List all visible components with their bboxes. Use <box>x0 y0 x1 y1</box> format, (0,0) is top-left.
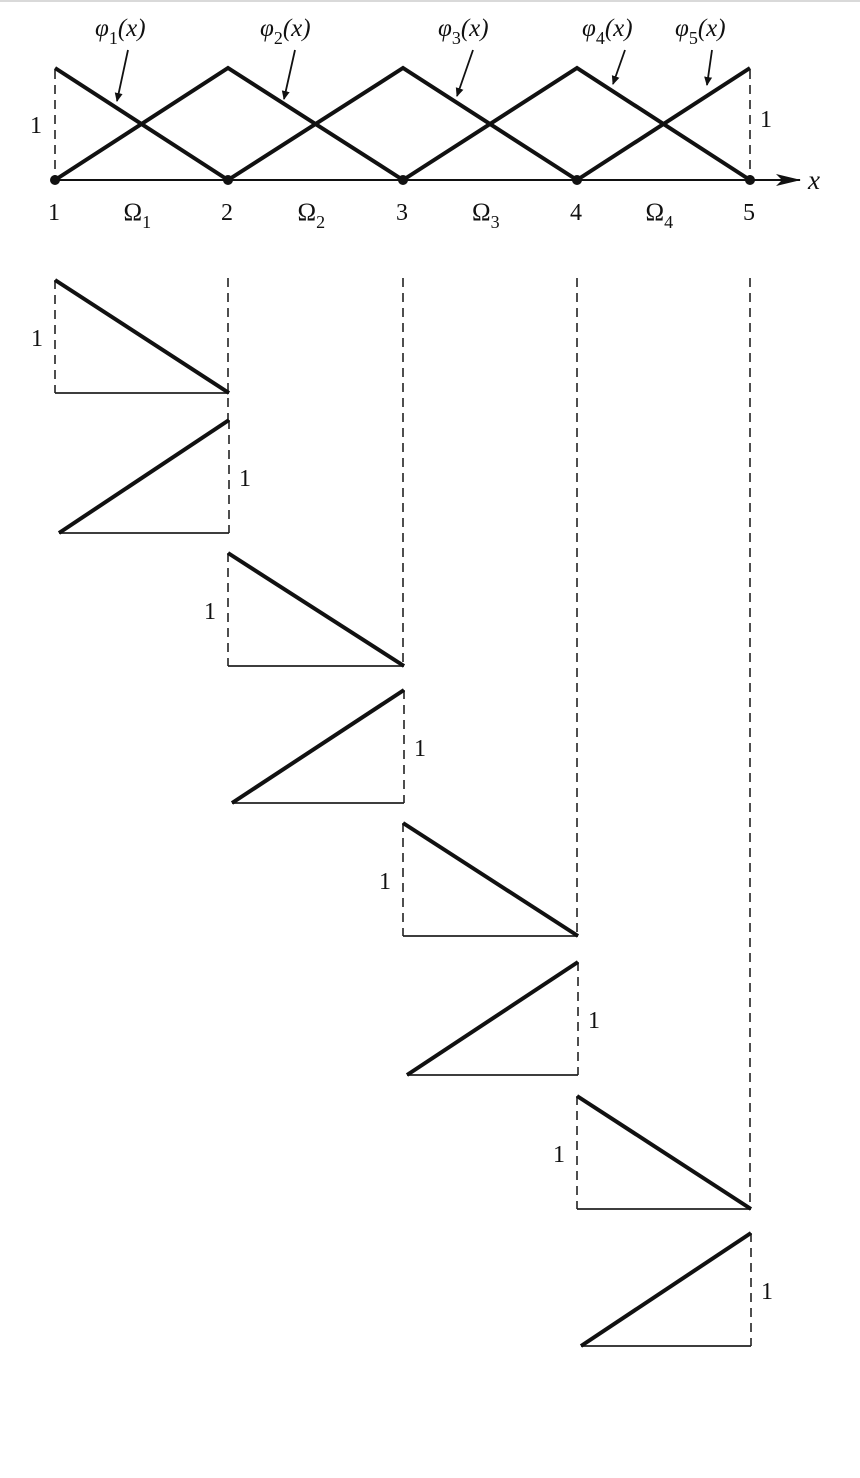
basis-pointer-arrow-1 <box>114 49 129 102</box>
height-label: 1 <box>414 736 426 762</box>
node-point-5 <box>745 175 755 185</box>
height-label: 1 <box>553 1142 565 1168</box>
x-axis-label: x <box>807 165 820 195</box>
shape-line <box>53 278 231 395</box>
basis-pointer-arrow-5 <box>704 49 713 86</box>
basis-label-4: φ4(x) <box>582 15 633 48</box>
basis-pointer-arrow-2 <box>281 49 296 100</box>
basis-pointer-arrow-3 <box>455 49 474 97</box>
shape-function-7: 1 <box>553 1094 753 1211</box>
basis-label-2: φ2(x) <box>260 15 311 48</box>
element-label-1: Ω1 <box>124 199 152 232</box>
element-label-2: Ω2 <box>298 199 326 232</box>
shape-line <box>57 418 231 535</box>
node-point-1 <box>50 175 60 185</box>
node-label-1: 1 <box>48 200 60 226</box>
shape-function-5: 1 <box>379 821 580 938</box>
shape-line <box>230 688 406 805</box>
basis-function-5 <box>575 66 752 182</box>
shape-line <box>405 960 580 1077</box>
basis-function-3 <box>226 65 579 182</box>
height-label: 1 <box>379 869 391 895</box>
global-basis-plot: x 1 1 1 2 3 4 5 Ω1 Ω2 Ω3 Ω4 φ1(x) φ2(x) φ3(x) φ4(x… <box>30 15 820 232</box>
basis-pointer-arrow-4 <box>611 49 626 85</box>
shape-function-1: 1 <box>31 278 231 395</box>
node-label-5: 5 <box>743 200 755 226</box>
basis-label-3: φ3(x) <box>438 15 489 48</box>
node-label-3: 3 <box>396 200 408 226</box>
basis-function-4 <box>401 65 752 182</box>
node-point-4 <box>572 175 582 185</box>
node-point-3 <box>398 175 408 185</box>
shape-line <box>575 1094 753 1211</box>
shape-line <box>401 821 580 938</box>
height-label: 1 <box>204 599 216 625</box>
element-label-4: Ω4 <box>646 199 674 232</box>
node-label-4: 4 <box>570 200 582 226</box>
basis-label-1: φ1(x) <box>95 15 146 48</box>
height-label: 1 <box>239 466 251 492</box>
height-label: 1 <box>31 326 43 352</box>
left-height-label: 1 <box>30 113 42 139</box>
element-shape-functions: 1 1 1 1 1 1 1 1 <box>31 278 773 1348</box>
node-label-2: 2 <box>221 200 233 226</box>
height-label: 1 <box>761 1279 773 1305</box>
element-label-3: Ω3 <box>472 199 500 232</box>
right-height-label: 1 <box>760 107 772 133</box>
node-point-2 <box>223 175 233 185</box>
shape-function-4: 1 <box>230 688 426 805</box>
shape-function-6: 1 <box>405 960 600 1077</box>
shape-function-3: 1 <box>204 551 406 668</box>
shape-line <box>226 551 406 668</box>
basis-label-5: φ5(x) <box>675 15 726 48</box>
height-label: 1 <box>588 1008 600 1034</box>
basis-function-2 <box>53 65 405 182</box>
shape-function-8: 1 <box>579 1231 773 1348</box>
top-border <box>0 0 860 2</box>
shape-line <box>579 1231 753 1348</box>
shape-function-2: 1 <box>57 418 251 535</box>
